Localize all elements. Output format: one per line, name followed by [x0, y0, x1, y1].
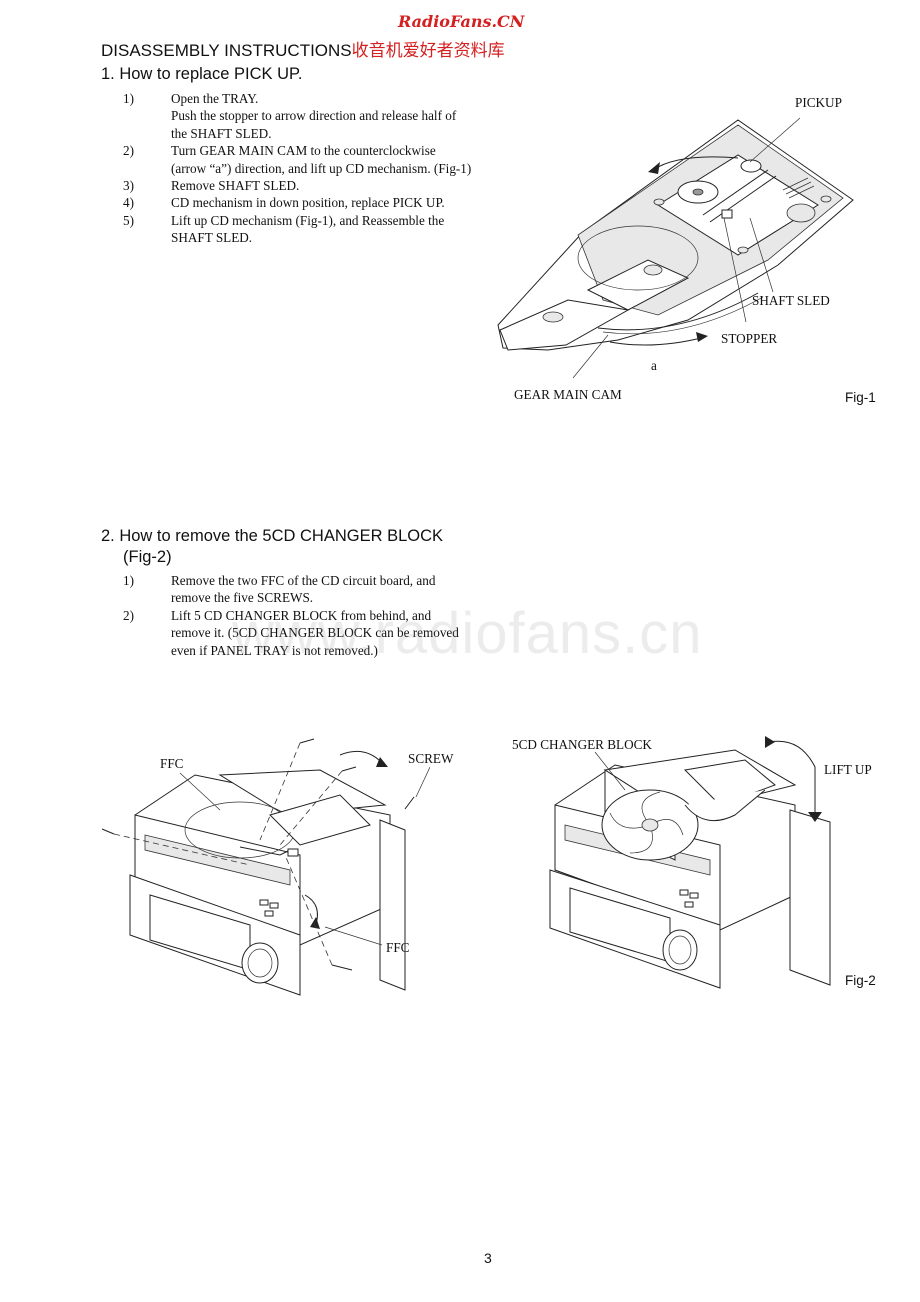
step-number: 5): [123, 212, 134, 228]
step-text: even if PANEL TRAY is not removed.): [171, 642, 378, 658]
step-text: remove the five SCREWS.: [171, 590, 314, 606]
page-number: 3: [484, 1250, 492, 1266]
step-number: 3): [123, 178, 134, 194]
step-text: Remove the two FFC of the CD circuit boa…: [171, 573, 436, 588]
label-pickup: PICKUP: [795, 95, 842, 110]
label-stopper: STOPPER: [721, 331, 778, 346]
label-5cd-changer-block: 5CD CHANGER BLOCK: [512, 737, 652, 752]
step-line: 5) Lift up CD mechanism (Fig-1), and Reas…: [123, 212, 473, 229]
step-text: the SHAFT SLED.: [171, 125, 272, 141]
step-line: 2) Turn GEAR MAIN CAM to the counterclock…: [123, 142, 473, 159]
fig1-caption: Fig-1: [845, 390, 876, 405]
watermark-center: www.radiofans.cn: [232, 601, 703, 666]
step-text: remove it. (5CD CHANGER BLOCK can be rem…: [171, 625, 459, 641]
step-line: 1) Open the TRAY.: [123, 90, 473, 107]
step-number: 2): [123, 607, 134, 623]
step-line: SHAFT SLED.: [123, 229, 473, 246]
label-ffc-top: FFC: [160, 756, 184, 771]
step-line: 2) Lift 5 CD CHANGER BLOCK from behind, a…: [123, 607, 473, 624]
step-text: Remove SHAFT SLED.: [171, 178, 300, 194]
step-number: 4): [123, 195, 134, 211]
step-text: CD mechanism in down position, replace P…: [171, 195, 445, 211]
section2-title: 2. How to remove the 5CD CHANGER BLOCK: [101, 527, 444, 545]
step-text: (arrow “a”) direction, and lift up CD me…: [171, 160, 472, 176]
step-text: Turn GEAR MAIN CAM to the counterclockwi…: [171, 143, 436, 159]
label-lift-up: LIFT UP: [824, 762, 872, 777]
section2-title-fig-ref: (Fig-2): [123, 548, 172, 566]
step-number: 1): [123, 91, 134, 106]
step-line: 4) CD mechanism in down position, replace…: [123, 194, 473, 211]
label-shaft-sled: SHAFT SLED: [752, 293, 830, 308]
section1-title: 1. How to replace PICK UP.: [101, 65, 303, 83]
fig2-right-illustration: [549, 736, 831, 989]
watermark-logo: RadioFans.CN: [398, 12, 525, 31]
step-line: Push the stopper to arrow direction and …: [123, 107, 473, 124]
step-text: Push the stopper to arrow direction and …: [171, 108, 457, 124]
fig1-cd-mechanism-illustration: [497, 117, 854, 379]
section2-steps: 1) Remove the two FFC of the CD circuit b…: [123, 572, 473, 659]
label-gear-main-cam: GEAR MAIN CAM: [514, 387, 622, 402]
step-text: Lift up CD mechanism (Fig-1), and Reasse…: [171, 212, 445, 228]
fig2-caption: Fig-2: [845, 973, 876, 988]
label-screw: SCREW: [408, 751, 454, 766]
step-line: 1) Remove the two FFC of the CD circuit b…: [123, 572, 473, 589]
heading-chinese: 收音机爱好者资料库: [351, 41, 505, 61]
step-number: 2): [123, 143, 134, 159]
step-text: Lift 5 CD CHANGER BLOCK from behind, and: [171, 607, 432, 623]
step-line: remove the five SCREWS.: [123, 589, 473, 606]
heading-english: DISASSEMBLY INSTRUCTIONS: [101, 41, 352, 60]
label-ffc-bottom: FFC: [386, 940, 410, 955]
step-line: (arrow “a”) direction, and lift up CD me…: [123, 160, 473, 177]
page-heading: DISASSEMBLY INSTRUCTIONS收音机爱好者资料库: [101, 36, 505, 61]
fig2-left-illustration: [101, 738, 430, 996]
step-line: the SHAFT SLED.: [123, 125, 473, 142]
step-line: remove it. (5CD CHANGER BLOCK can be rem…: [123, 624, 473, 641]
step-text: SHAFT SLED.: [171, 230, 253, 246]
step-line: 3) Remove SHAFT SLED.: [123, 177, 473, 194]
step-line: even if PANEL TRAY is not removed.): [123, 642, 473, 659]
section1-steps: 1) Open the TRAY. Push the stopper to arro…: [123, 90, 473, 247]
step-text: Open the TRAY.: [171, 91, 259, 106]
step-number: 1): [123, 573, 134, 588]
label-arrow-a: a: [651, 358, 657, 373]
